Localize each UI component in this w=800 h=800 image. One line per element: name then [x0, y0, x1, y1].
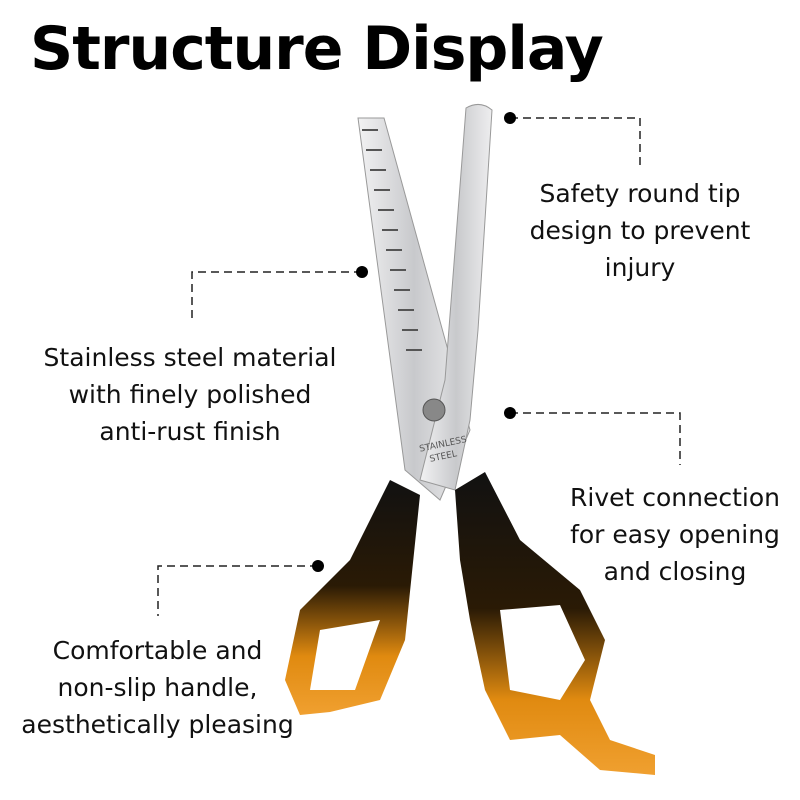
callout-dot-material: [356, 266, 368, 278]
callout-rivet: Rivet connection for easy opening and cl…: [555, 479, 795, 590]
callout-line: Stainless steel material: [43, 343, 337, 372]
callout-dot-rivet: [504, 407, 516, 419]
straight-blade: [419, 104, 493, 491]
callout-line: anti-rust finish: [99, 417, 281, 446]
callout-line: Comfortable and: [52, 636, 263, 665]
page-title: Structure Display: [30, 14, 604, 84]
callout-line: Rivet connection: [570, 483, 780, 512]
callout-tip: Safety round tip design to prevent injur…: [515, 175, 765, 286]
callout-line: non-slip handle,: [57, 673, 258, 702]
callout-line: with finely polished: [68, 380, 312, 409]
right-handle: [455, 472, 655, 775]
callout-line: design to prevent: [529, 216, 751, 245]
callout-line: aesthetically pleasing: [21, 710, 294, 739]
callout-line: and closing: [603, 557, 747, 586]
callout-handle: Comfortable and non-slip handle, aesthet…: [10, 632, 305, 743]
rivet: [422, 398, 446, 422]
callout-dot-handle: [312, 560, 324, 572]
callout-line: Safety round tip: [539, 179, 741, 208]
callout-material: Stainless steel material with finely pol…: [30, 339, 350, 450]
callout-dot-tip: [504, 112, 516, 124]
left-handle: [285, 480, 420, 715]
callout-line: injury: [604, 253, 676, 282]
callout-line: for easy opening: [570, 520, 780, 549]
